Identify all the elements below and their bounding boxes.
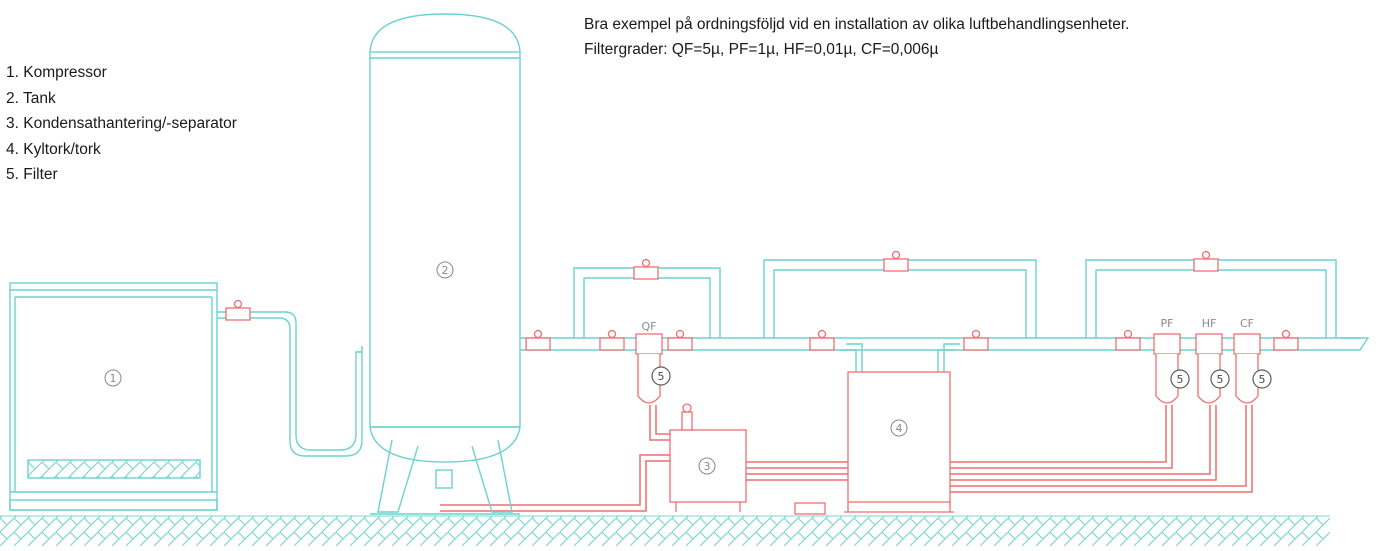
filter-label-pf: PF [1161,317,1174,330]
label-dryer-text: 4 [896,422,903,435]
filter-hf [1195,333,1223,404]
label-filter-pf: 5 [1170,369,1190,389]
legend-item-compressor: 1. Kompressor [6,64,107,81]
filters [635,333,1261,404]
caption-line-1: Bra exempel på ordningsföljd vid en inst… [584,16,1130,33]
label-tank: 2 [436,261,454,279]
label-filter-cf-text: 5 [1259,373,1266,386]
compressor [9,282,218,511]
label-filter-cf: 5 [1252,369,1272,389]
condensate-lines [440,405,1253,512]
filter-pf [1153,333,1181,404]
label-separator: 3 [698,457,716,475]
separator [669,403,826,515]
label-filter-pf-text: 5 [1177,373,1184,386]
label-compressor-text: 1 [110,372,117,385]
caption-line-2: Filtergrader: QF=5µ, PF=1µ, HF=0,01µ, CF… [584,41,939,58]
label-dryer: 4 [890,419,908,437]
legend-item-separator: 3. Kondensathantering/-separator [6,115,237,132]
legend: 1. Kompressor 2. Tank 3. Kondensathanter… [6,60,237,188]
legend-item-tank: 2. Tank [6,89,56,107]
caption: Bra exempel på ordningsföljd vid en inst… [584,12,1129,62]
legend-item-dryer: 4. Kyltork/tork [6,140,101,158]
unit-labels: 1 2 3 4 5 5 5 5 [104,261,1272,475]
label-filter-qf-text: 5 [658,370,665,383]
label-filter-hf-text: 5 [1217,373,1224,386]
tank [369,13,521,515]
filter-qf [635,333,663,404]
filter-grade-labels: QF PF HF CF [642,317,1255,333]
ground [0,515,1330,546]
dryer [844,371,954,513]
legend-item-filter: 5. Filter [6,166,58,183]
compressor-to-tank-pipe [217,311,363,457]
filter-label-qf: QF [642,320,657,333]
label-tank-text: 2 [442,264,449,277]
label-filter-hf: 5 [1210,369,1230,389]
label-separator-text: 3 [704,460,711,473]
filter-label-hf: HF [1202,317,1217,330]
valves [225,250,1299,351]
filter-label-cf: CF [1240,317,1254,330]
label-filter-qf: 5 [651,366,671,386]
filter-cf [1233,333,1261,404]
label-compressor: 1 [104,369,122,387]
